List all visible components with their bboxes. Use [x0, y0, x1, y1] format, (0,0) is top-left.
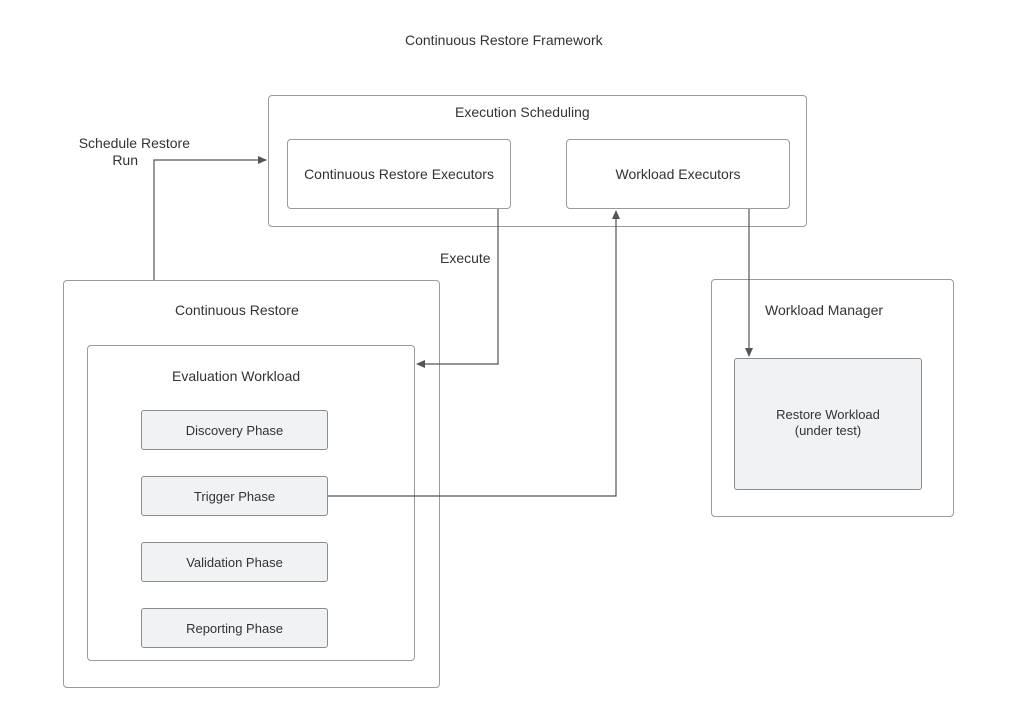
restore-workload-line1: Restore Workload [776, 407, 880, 422]
evaluation-workload-title: Evaluation Workload [172, 368, 301, 384]
restore-workload-line2: (under test) [794, 423, 862, 438]
schedule-label-line2: Run [112, 152, 138, 168]
validation-phase: Validation Phase [141, 542, 328, 582]
diagram-title: Continuous Restore Framework [405, 32, 603, 48]
reporting-phase: Reporting Phase [141, 608, 328, 648]
continuous-restore-executors-node: Continuous Restore Executors [287, 139, 511, 209]
continuous-restore-executors-label: Continuous Restore Executors [304, 166, 494, 182]
schedule-restore-run-label: Schedule Restore Run [60, 135, 190, 169]
schedule-restore-run-arrow [153, 156, 267, 280]
trigger-phase: Trigger Phase [141, 476, 328, 516]
execute-label: Execute [440, 250, 491, 266]
execution-scheduling-title: Execution Scheduling [455, 104, 590, 120]
restore-workload-node: Restore Workload (under test) [734, 358, 922, 490]
workload-manager-title: Workload Manager [765, 302, 884, 318]
schedule-label-line1: Schedule Restore [78, 135, 190, 151]
discovery-phase: Discovery Phase [141, 410, 328, 450]
workload-executors-label: Workload Executors [615, 166, 741, 182]
continuous-restore-title: Continuous Restore [175, 302, 299, 318]
workload-executors-node: Workload Executors [566, 139, 790, 209]
